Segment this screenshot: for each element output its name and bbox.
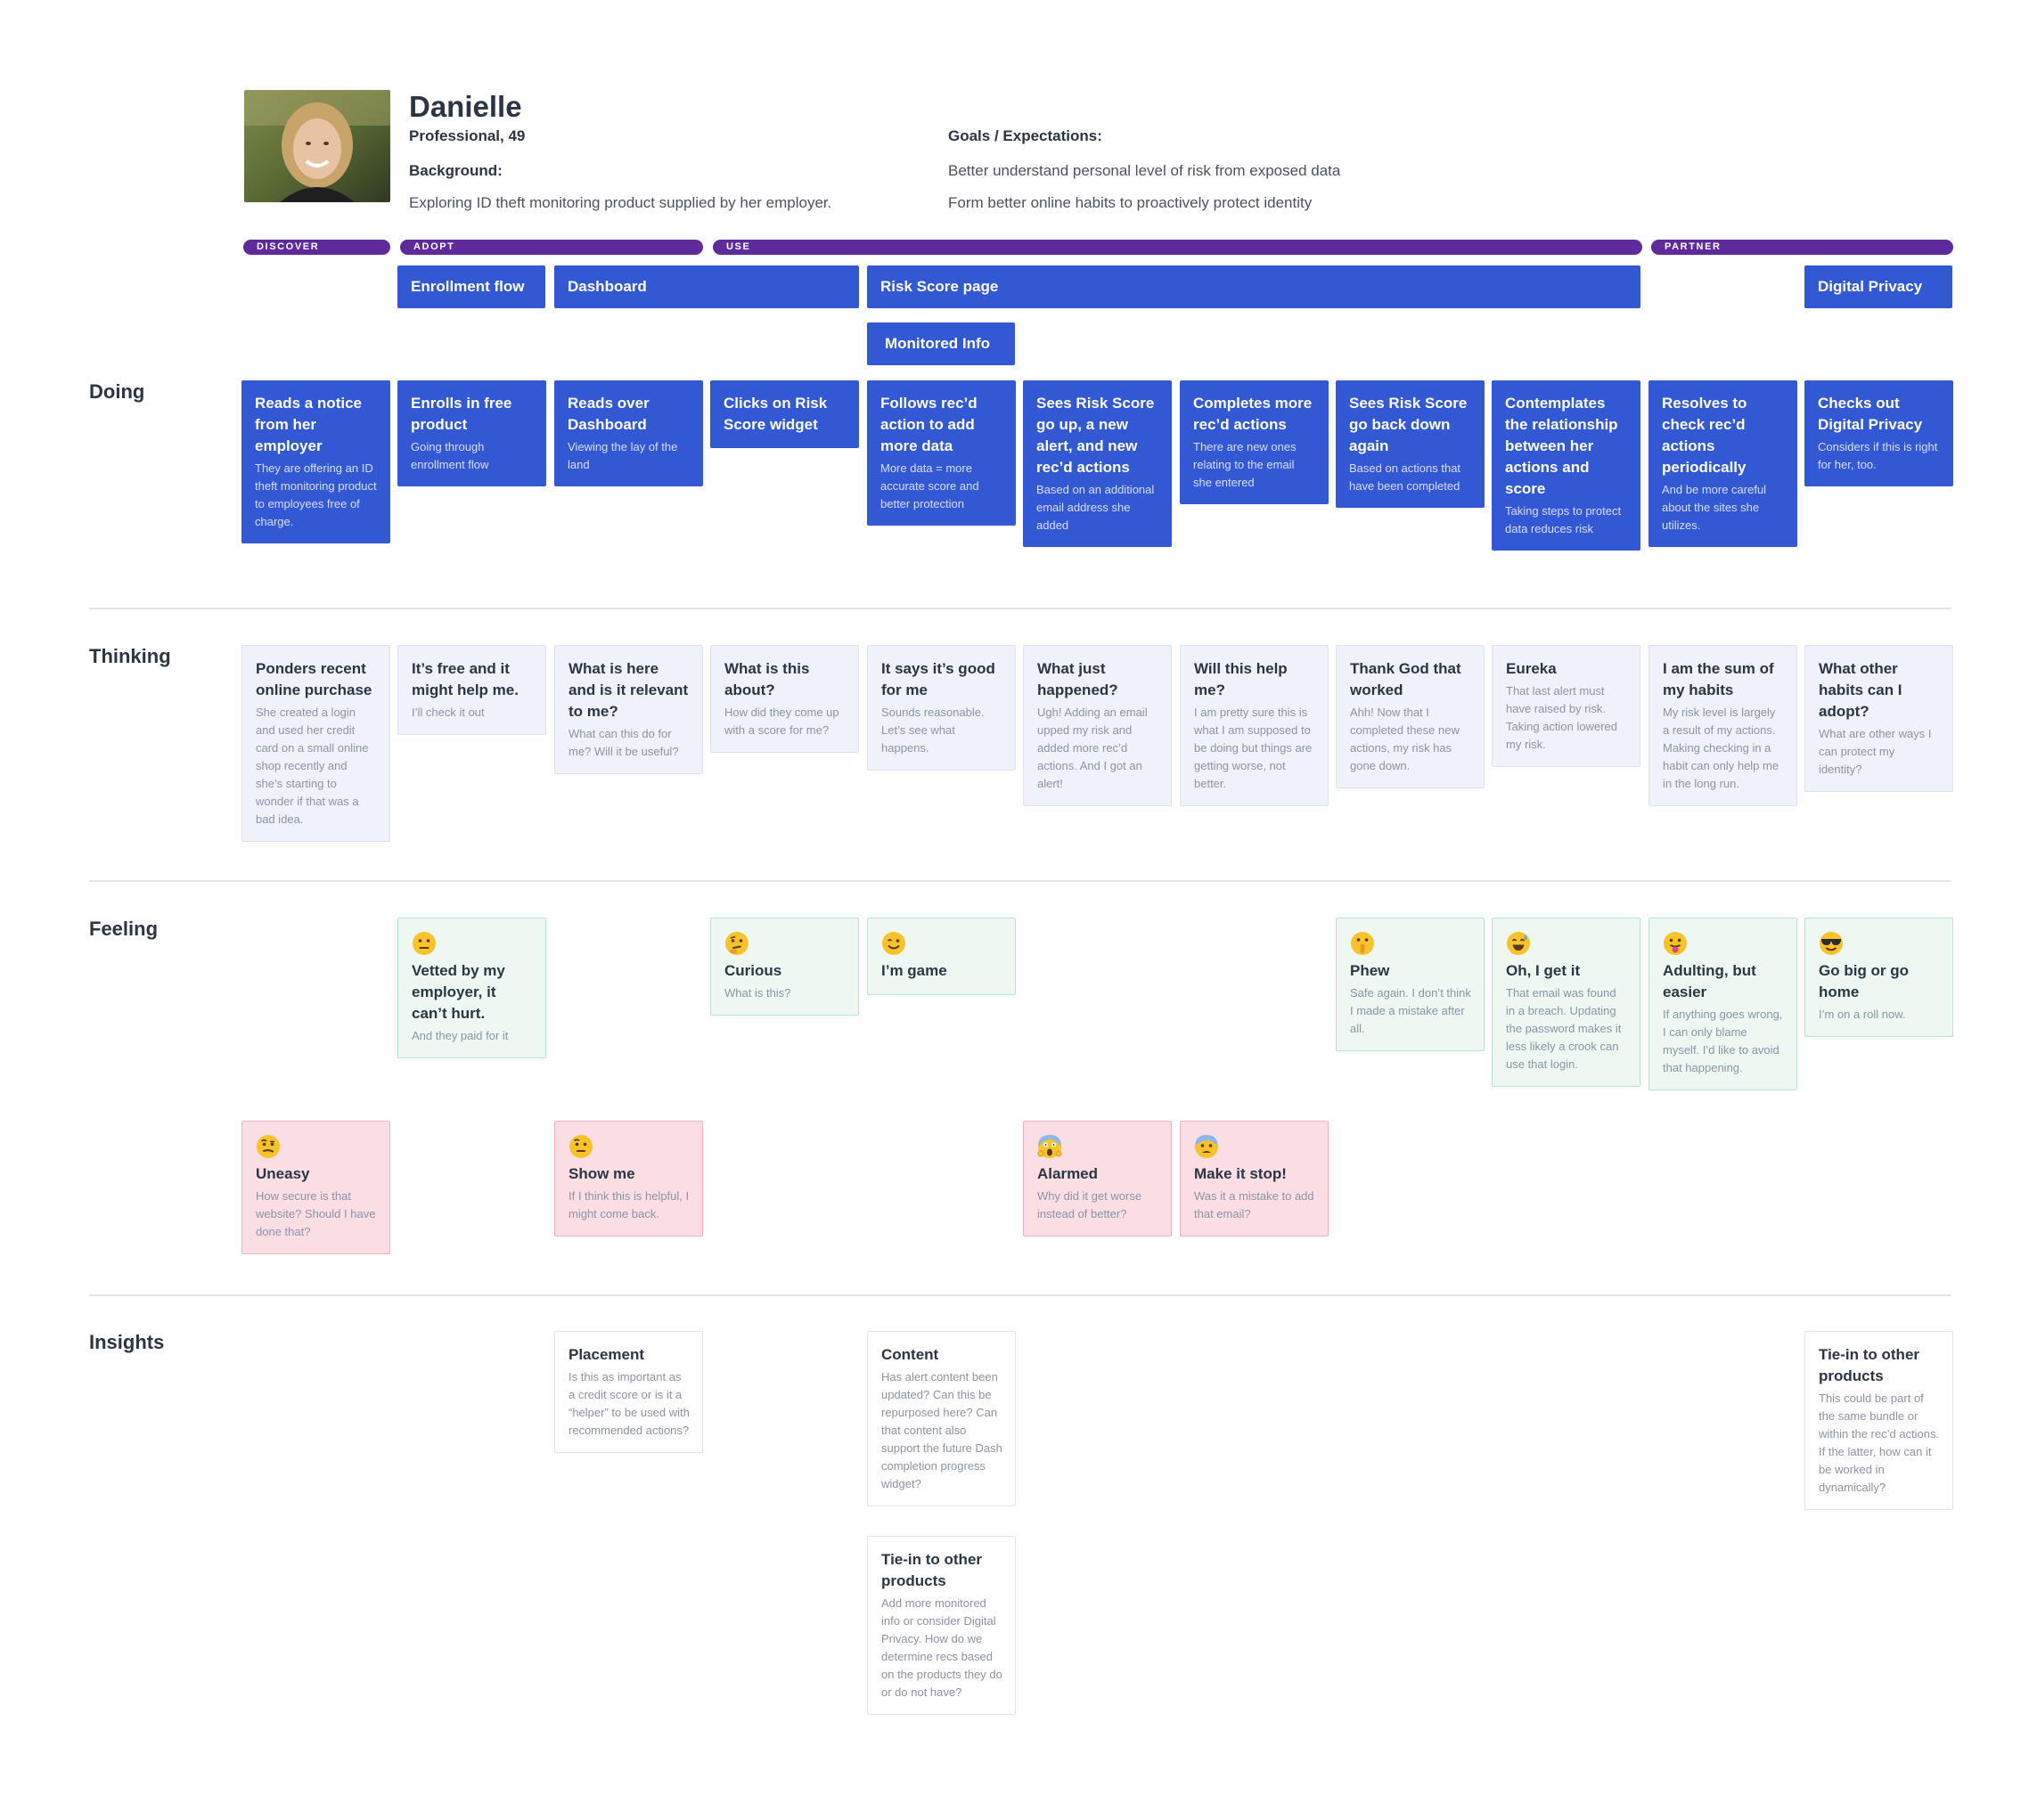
- phase-partner: PARTNER: [1651, 240, 1953, 255]
- doing-card: Clicks on Risk Score widget: [710, 380, 859, 448]
- doing-card: Sees Risk Score go up, a new alert, and …: [1023, 380, 1172, 547]
- page-monitored-info: Monitored Info: [867, 322, 1015, 365]
- persona-name: Danielle: [409, 90, 522, 123]
- doing-card: Resolves to check rec’d actions periodic…: [1648, 380, 1797, 547]
- tongue-face-icon: [1664, 932, 1687, 955]
- page-enrollment-flow: Enrollment flow: [397, 265, 545, 308]
- row-label-thinking: Thinking: [89, 645, 171, 667]
- goal-item: Better understand personal level of risk…: [948, 162, 1341, 179]
- goal-item: Form better online habits to proactively…: [948, 194, 1313, 211]
- skeptical-face-icon: [569, 1135, 593, 1158]
- thinking-card: What just happened?Ugh! Adding an email …: [1023, 645, 1172, 806]
- row-label-insights: Insights: [89, 1331, 165, 1353]
- thinking-card: Will this help me?I am pretty sure this …: [1180, 645, 1329, 806]
- shushing-face-icon: [1351, 932, 1374, 955]
- raised-eyebrow-face-icon: [257, 1135, 280, 1158]
- background-text: Exploring ID theft monitoring product su…: [409, 194, 832, 211]
- page-risk-score: Risk Score page: [867, 265, 1640, 308]
- persona-meta: Professional, 49: [409, 127, 526, 144]
- page-digital-privacy: Digital Privacy: [1804, 265, 1952, 308]
- doing-card: Contemplates the relationship between he…: [1492, 380, 1640, 551]
- sweat-smile-face-icon: [1507, 932, 1530, 955]
- thinking-card: What is here and is it relevant to me?Wh…: [554, 645, 703, 774]
- divider: [89, 880, 1951, 882]
- thinking-card: What is this about?How did they come up …: [710, 645, 859, 753]
- divider: [89, 608, 1951, 609]
- row-label-doing: Doing: [89, 380, 145, 403]
- row-label-feeling: Feeling: [89, 918, 159, 940]
- feeling-card-positive: Vetted by my employer, it can’t hurt.And…: [397, 918, 546, 1058]
- screaming-face-icon: [1037, 1135, 1062, 1158]
- neutral-face-icon: [413, 932, 436, 955]
- feeling-card-negative: Make it stop!Was it a mistake to add tha…: [1180, 1121, 1329, 1236]
- thinking-card: It’s free and it might help me.I’ll chec…: [397, 645, 546, 735]
- page-dashboard: Dashboard: [554, 265, 859, 308]
- phase-use: USE: [713, 240, 1642, 255]
- phase-discover: DISCOVER: [243, 240, 390, 255]
- sunglasses-face-icon: [1820, 932, 1843, 955]
- thinking-card: What other habits can I adopt?What are o…: [1804, 645, 1953, 792]
- phase-adopt: ADOPT: [400, 240, 703, 255]
- winking-face-icon: [882, 932, 905, 955]
- goals-label: Goals / Expectations:: [948, 127, 1102, 144]
- background-label: Background:: [409, 162, 503, 179]
- divider: [89, 1294, 1951, 1296]
- feeling-card-positive: I’m game: [867, 918, 1016, 995]
- fearful-face-icon: [1195, 1135, 1218, 1158]
- thinking-face-icon: [725, 932, 749, 955]
- persona-photo: [244, 90, 390, 202]
